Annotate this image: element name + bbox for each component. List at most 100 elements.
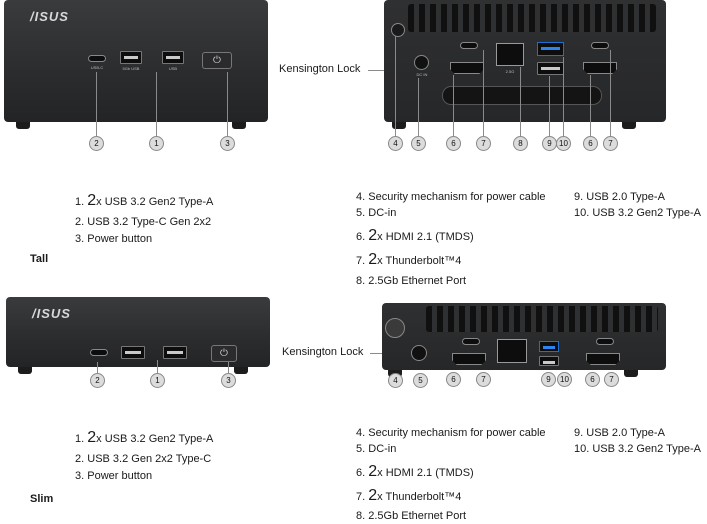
- kensington-leader: [368, 70, 388, 71]
- slim-rear-hdmi-port-2: [586, 353, 620, 365]
- list-item: 6. 2x HDMI 2.1 (TMDS): [356, 227, 474, 244]
- slim-rear-vent-grille: [426, 306, 658, 332]
- slim-rear-device: [382, 303, 666, 370]
- list-item: 7. 2x Thunderbolt™4: [356, 251, 462, 268]
- slim-front-power-button: [211, 345, 237, 362]
- callout-leader: [97, 362, 98, 373]
- tall-rear-expansion-cover: [442, 86, 602, 105]
- tall-front-usb-c-port: [88, 55, 106, 62]
- tall-front-device: /ISUS USB-C 5Gb USB USB: [4, 0, 268, 122]
- callout-badge: 3: [221, 373, 236, 388]
- callout-badge: 10: [557, 372, 572, 387]
- tall-rear-hdmi-port-2: [583, 62, 617, 74]
- slim-rear-thunderbolt-port-2: [596, 338, 614, 345]
- slim-front-usb-c-port: [90, 349, 108, 356]
- list-item: 9. USB 2.0 Type-A: [574, 191, 665, 203]
- callout-badge: 4: [388, 373, 403, 388]
- callout-badge: 6: [446, 136, 461, 151]
- tall-front-usb-a-port-2: [162, 51, 184, 64]
- callout-badge: 9: [541, 372, 556, 387]
- callout-leader: [157, 360, 158, 373]
- slim-section-label: Slim: [30, 493, 54, 505]
- tall-rear-ethernet-port: [496, 43, 524, 66]
- callout-leader: [395, 36, 396, 136]
- tall-rear-thunderbolt-port-2: [591, 42, 609, 49]
- callout-badge: 7: [603, 136, 618, 151]
- slim-front-device: /ISUS: [6, 297, 270, 367]
- callout-leader: [610, 50, 611, 136]
- callout-badge: 10: [556, 136, 571, 151]
- tall-rear-foot: [392, 122, 406, 129]
- callout-badge: 2: [90, 373, 105, 388]
- callout-badge: 6: [583, 136, 598, 151]
- list-item: 6. 2x HDMI 2.1 (TMDS): [356, 463, 474, 480]
- callout-leader: [520, 67, 521, 136]
- tall-rear-dc-in-mark: DC IN: [416, 72, 428, 77]
- callout-badge: 3: [220, 136, 235, 151]
- callout-badge: 7: [476, 372, 491, 387]
- callout-badge: 2: [89, 136, 104, 151]
- callout-badge: 7: [604, 372, 619, 387]
- list-item: 5. DC-in: [356, 207, 397, 219]
- list-item: 8. 2.5Gb Ethernet Port: [356, 510, 467, 522]
- list-item: 1. 2x USB 3.2 Gen2 Type-A: [75, 429, 214, 446]
- callout-leader: [453, 75, 454, 136]
- slim-rear-foot: [624, 370, 638, 377]
- list-item: 2. USB 3.2 Type-C Gen 2x2: [75, 216, 212, 228]
- callout-badge: 5: [411, 136, 426, 151]
- callout-leader: [590, 75, 591, 136]
- tall-front-power-button: [202, 52, 232, 69]
- tall-rear-usb-2-0-port: [537, 62, 564, 75]
- tall-rear-dc-in-port: [414, 55, 429, 70]
- callout-leader: [549, 76, 550, 136]
- callout-badge: 7: [476, 136, 491, 151]
- tall-rear-thunderbolt-port-1: [460, 42, 478, 49]
- callout-badge: 6: [585, 372, 600, 387]
- callout-badge: 1: [149, 136, 164, 151]
- slim-front-foot: [18, 367, 32, 374]
- callout-leader: [227, 72, 228, 136]
- callout-badge: 8: [513, 136, 528, 151]
- slim-front-usb-a-port-1: [121, 346, 145, 359]
- tall-rear-vent-grille: [408, 4, 656, 32]
- kensington-lock-slot: [385, 318, 405, 338]
- tall-front-foot: [232, 122, 246, 129]
- list-item: 1. 2x USB 3.2 Gen2 Type-A: [75, 192, 214, 209]
- tall-front-usb-a-mark-2: USB: [168, 66, 178, 71]
- list-item: 7. 2x Thunderbolt™4: [356, 487, 462, 504]
- kensington-lock-slot: [391, 23, 405, 37]
- slim-rear-ethernet-port: [497, 339, 527, 363]
- list-item: 10. USB 3.2 Gen2 Type-A: [574, 207, 701, 219]
- tall-rear-foot: [622, 122, 636, 129]
- list-item: 8. 2.5Gb Ethernet Port: [356, 275, 467, 287]
- callout-leader: [563, 57, 564, 136]
- tall-rear-device: DC IN 2.5G: [384, 0, 666, 122]
- callout-badge: 6: [446, 372, 461, 387]
- tall-front-usb-a-mark-1: 5Gb USB: [122, 66, 140, 71]
- list-item: 5. DC-in: [356, 443, 397, 455]
- list-item: 3. Power button: [75, 233, 153, 245]
- list-item: 4. Security mechanism for power cable: [356, 427, 546, 439]
- slim-rear-usb-2-0-port: [539, 356, 559, 366]
- tall-section-label: Tall: [30, 253, 49, 265]
- callout-leader: [418, 78, 419, 136]
- slim-rear-dc-in-port: [411, 345, 427, 361]
- list-item: 10. USB 3.2 Gen2 Type-A: [574, 443, 701, 455]
- callout-badge: 1: [150, 373, 165, 388]
- kensington-lock-label: Kensington Lock: [279, 63, 361, 75]
- callout-badge: 9: [542, 136, 557, 151]
- tall-front-usb-a-port-1: [120, 51, 142, 64]
- callout-leader: [156, 72, 157, 136]
- list-item: 9. USB 2.0 Type-A: [574, 427, 665, 439]
- tall-rear-ethernet-mark: 2.5G: [505, 69, 515, 74]
- callout-leader: [483, 50, 484, 136]
- callout-badge: 5: [413, 373, 428, 388]
- slim-front-foot: [234, 367, 248, 374]
- kensington-lock-label: Kensington Lock: [282, 346, 364, 358]
- asus-logo: /ISUS: [32, 306, 71, 321]
- tall-rear-usb-3-2-port: [537, 42, 564, 56]
- list-item: 3. Power button: [75, 470, 153, 482]
- slim-rear-hdmi-port-1: [452, 353, 486, 365]
- asus-logo: /ISUS: [30, 9, 69, 24]
- slim-rear-thunderbolt-port-1: [462, 338, 480, 345]
